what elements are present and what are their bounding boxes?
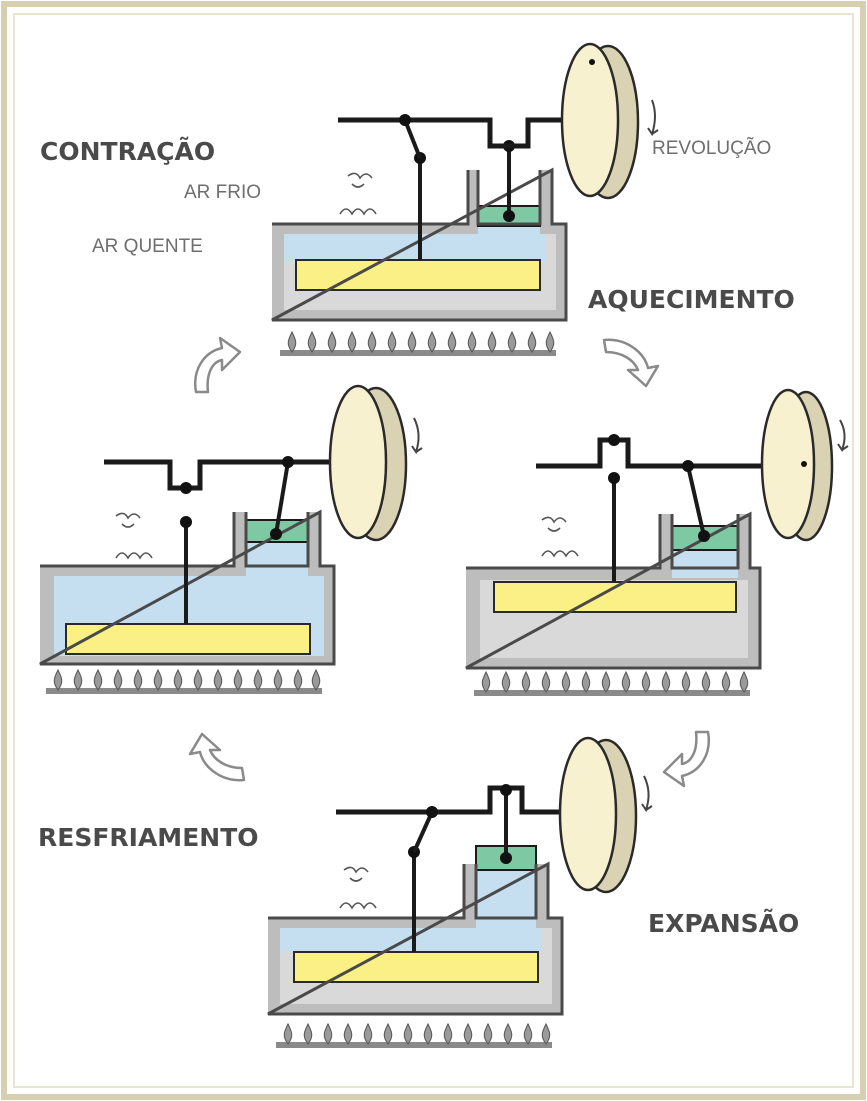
flywheel-icon: [560, 42, 640, 200]
label-cold-air: AR FRIO: [184, 182, 261, 203]
flywheel-icon: [558, 736, 638, 894]
displacer: [295, 259, 541, 291]
engine-cooling: [39, 384, 423, 694]
displacer: [293, 951, 539, 983]
cycle-arrow-icon: [188, 732, 246, 782]
displacer: [65, 623, 311, 655]
label-hot-air: AR QUENTE: [92, 236, 203, 257]
cycle-arrow-icon: [602, 338, 660, 388]
engine-expansion: [267, 736, 653, 1048]
label-heating: AQUECIMENTO: [588, 285, 795, 314]
engine-heating: [465, 388, 849, 696]
cycle-arrow-icon: [662, 730, 711, 788]
label-contraction: CONTRAÇÃO: [40, 137, 215, 166]
cycle-arrow-icon: [193, 336, 242, 394]
flywheel-icon: [760, 388, 834, 542]
label-revolution: REVOLUÇÃO: [652, 137, 771, 159]
label-expansion: EXPANSÃO: [648, 909, 799, 938]
label-cooling: RESFRIAMENTO: [38, 823, 259, 852]
engine-contraction: [271, 42, 659, 356]
flywheel-icon: [328, 384, 408, 542]
